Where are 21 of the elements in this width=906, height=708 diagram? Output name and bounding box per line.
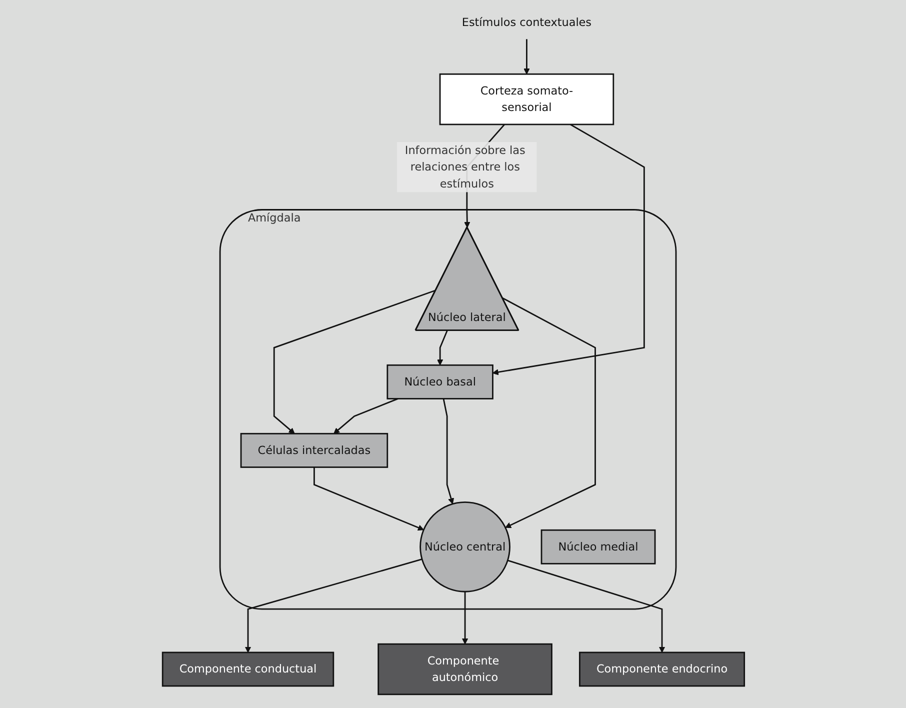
node-box: Células intercaladas — [240, 432, 388, 468]
arrow — [461, 592, 468, 644]
arrow — [436, 330, 448, 366]
arrow — [333, 398, 398, 434]
arrow — [272, 290, 436, 434]
arrow — [507, 560, 665, 653]
arrow — [244, 558, 422, 653]
node-text: Estímulos contextuales — [461, 15, 592, 29]
arrow — [313, 467, 424, 531]
node-circle: Núcleo central — [419, 501, 510, 592]
node-box: Componente autonómico — [377, 643, 552, 696]
node-box: Corteza somato-sensorial — [438, 73, 614, 126]
arrow — [492, 124, 644, 376]
arrow — [502, 297, 596, 528]
arrow — [442, 398, 454, 504]
arrow — [523, 39, 530, 74]
node-box: Componente conductual — [161, 652, 334, 687]
node-box: Componente endocrino — [578, 652, 745, 687]
node-box: Núcleo basal — [386, 364, 493, 400]
node-box: Núcleo medial — [540, 529, 656, 564]
edge-label: Información sobre las relaciones entre los estímulos — [404, 143, 525, 190]
